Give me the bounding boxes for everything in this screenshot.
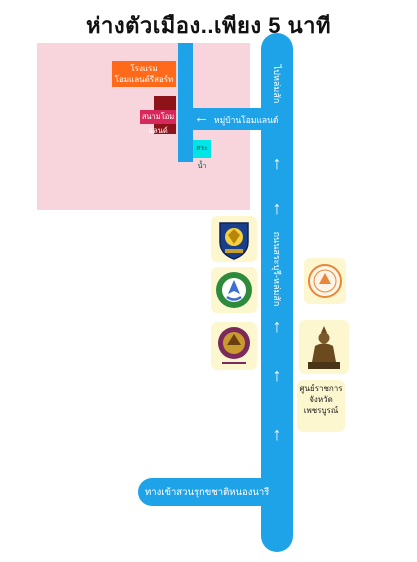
arrow-up-icon: ↑ <box>272 153 282 173</box>
government-center-card: ศูนย์ราชการ จังหวัดเพชรบูรณ์ <box>297 380 345 432</box>
map-title: ห่างตัวเมือง..เพียง 5 นาที <box>86 13 331 38</box>
arrow-up-icon: ↑ <box>272 424 282 444</box>
provincial-seal-card <box>211 322 257 370</box>
road-label-to-lomsak: ไปหล่มสัก <box>272 64 282 104</box>
hotel-label: โรงแรม โอมแลนด์รีสอร์ท <box>114 64 174 84</box>
stamp-seal-icon <box>308 264 342 298</box>
arrow-up-icon: ↑ <box>272 198 282 218</box>
access-road-vertical <box>178 43 193 162</box>
buddha-statue-card <box>299 320 349 374</box>
police-emblem-icon <box>219 222 249 260</box>
main-road <box>261 33 293 552</box>
provincial-seal-icon <box>218 327 250 364</box>
arrow-up-icon: ↑ <box>272 316 282 336</box>
pool-label: สระน้ำ <box>193 140 211 170</box>
university-emblem-icon <box>216 272 252 308</box>
road-label-nongnaree-park: ทางเข้าสวนรุกขชาติหนองนารี <box>145 487 270 498</box>
arrow-left-icon: ← <box>194 109 209 126</box>
road-label-omland-village: หมู่บ้านโอมแลนด์ <box>214 115 279 125</box>
bottom-road <box>138 478 293 506</box>
road-label-saraburi-lomsak: ถนนสระบุรี-หล่มสัก <box>272 231 282 307</box>
stamp-seal-card <box>304 258 346 304</box>
field-label: สนามโอมแลนด์ <box>140 110 176 135</box>
police-emblem-card <box>211 216 257 262</box>
hotel-block: โรงแรม โอมแลนด์รีสอร์ท <box>112 61 176 87</box>
arrow-up-icon: ↑ <box>272 365 282 385</box>
buddha-statue-icon <box>308 326 340 369</box>
government-center-label: ศูนย์ราชการ จังหวัดเพชรบูรณ์ <box>299 384 343 415</box>
university-emblem-card <box>211 267 257 313</box>
